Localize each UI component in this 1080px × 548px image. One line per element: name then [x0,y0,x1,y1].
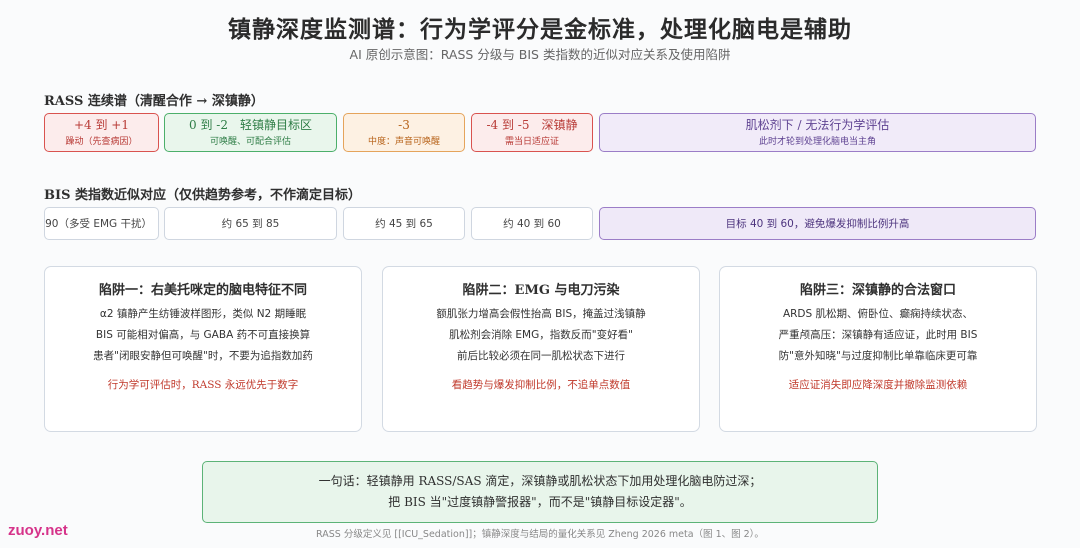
pitfall-card-emg: 陷阱二：EMG 与电刀污染 额肌张力增高会假性抬高 BIS，掩盖过浅镇静 肌松剂… [382,266,700,432]
summary-line: 一句话：轻镇静用 RASS/SAS 滴定，深镇静或肌松状态下加用处理化脑电防过深… [318,474,762,488]
rass-range: 肌松剂下 / 无法行为学评估 [745,117,890,132]
pitfall-note: 行为学可评估时，RASS 永远优先于数字 [107,379,299,391]
pitfall-line: α2 镇静产生纺锤波样图形，类似 N2 期睡眠 [99,308,307,320]
bis-value: 约 65 到 85 [221,218,280,230]
bis-value: 目标 40 到 60，避免爆发抑制比例升高 [725,218,910,230]
pitfall-line: 额肌张力增高会假性抬高 BIS，掩盖过浅镇静 [436,308,646,320]
rass-range: +4 到 +1 [73,117,129,132]
rass-desc: 需当日适应证 [504,136,559,147]
rass-section-label: RASS 连续谱（清醒合作 → 深镇静） [44,94,264,109]
rass-range: 0 到 -2 轻镇静目标区 [189,117,312,132]
pitfall-title: 陷阱一：右美托咪定的脑电特征不同 [98,283,307,298]
pitfall-line: ARDS 肌松期、俯卧位、癫痫持续状态、 [782,308,974,320]
summary-line: 把 BIS 当"过度镇静警报器"，而不是"镇静目标设定器"。 [388,495,692,509]
rass-box-deep: -4 到 -5 深镇静 需当日适应证 [471,113,593,152]
pitfall-line: 前后比较必须在同一肌松状态下进行 [457,350,625,362]
rass-box-agitated: +4 到 +1 躁动（先查病因） [44,113,159,152]
rass-desc: 可唤醒、可配合评估 [209,136,291,147]
rass-desc: 躁动（先查病因） [65,136,138,147]
rass-range: -3 [398,117,410,132]
bis-value: 约 40 到 60 [503,218,561,230]
rass-desc: 中度：声音可唤醒 [367,136,440,147]
bis-box-target: 目标 40 到 60，避免爆发抑制比例升高 [599,207,1036,240]
bis-section-label: BIS 类指数近似对应（仅供趋势参考，不作滴定目标） [44,188,361,203]
pitfall-line: 患者"闭眼安静但可唤醒"时，不要为追指数加药 [93,350,313,362]
rass-box-moderate: -3 中度：声音可唤醒 [343,113,465,152]
pitfall-title: 陷阱三：深镇静的合法窗口 [799,283,956,298]
pitfall-line: 肌松剂会消除 EMG，指数反而"变好看" [449,329,633,341]
rass-range: -4 到 -5 深镇静 [486,117,578,132]
pitfall-line: 严重颅高压：深镇静有适应证，此时用 BIS [778,329,978,341]
summary-box: 一句话：轻镇静用 RASS/SAS 滴定，深镇静或肌松状态下加用处理化脑电防过深… [202,461,878,523]
page-subtitle: AI 原创示意图：RASS 分级与 BIS 类指数的近似对应关系及使用陷阱 [349,47,731,62]
pitfall-card-dexmedetomidine: 陷阱一：右美托咪定的脑电特征不同 α2 镇静产生纺锤波样图形，类似 N2 期睡眠… [44,266,362,432]
pitfall-card-deep-sedation: 陷阱三：深镇静的合法窗口 ARDS 肌松期、俯卧位、癫痫持续状态、 严重颅高压：… [719,266,1037,432]
pitfall-title: 陷阱二：EMG 与电刀污染 [462,283,620,298]
pitfall-note: 看趋势与爆发抑制比例，不追单点数值 [451,379,631,391]
rass-box-paralyzed: 肌松剂下 / 无法行为学评估 此时才轮到处理化脑电当主角 [599,113,1036,152]
pitfall-line: BIS 可能相对偏高，与 GABA 药不可直接换算 [95,329,311,341]
rass-desc: 此时才轮到处理化脑电当主角 [758,136,876,147]
pitfall-note: 适应证消失即应降深度并撤除监测依赖 [788,379,968,391]
watermark: zuoy.net [8,522,68,539]
bis-value: > 90（多受 EMG 干扰） [44,218,152,230]
bis-box-45-65: 约 45 到 65 [343,207,465,240]
footnote: RASS 分级定义见 [[ICU_Sedation]]；镇静深度与结局的量化关系… [316,529,764,540]
page-title: 镇静深度监测谱：行为学评分是金标准，处理化脑电是辅助 [228,16,852,43]
bis-value: 约 45 到 65 [375,218,433,230]
rass-box-light-target: 0 到 -2 轻镇静目标区 可唤醒、可配合评估 [164,113,337,152]
pitfall-line: 防"意外知晓"与过度抑制比单靠临床更可靠 [778,350,978,362]
bis-box-40-60: 约 40 到 60 [471,207,593,240]
bis-box-65-85: 约 65 到 85 [164,207,337,240]
bis-box-high: > 90（多受 EMG 干扰） [44,207,159,240]
